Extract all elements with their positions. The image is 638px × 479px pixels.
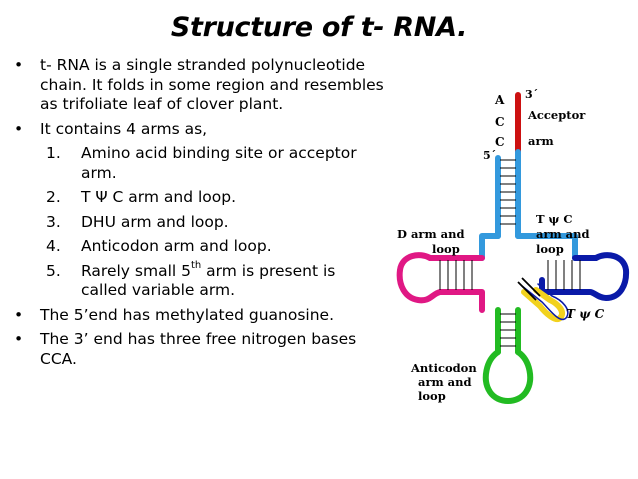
anticodon-loop bbox=[482, 349, 534, 404]
bullet-list: • t- RNA is a single stranded polynucleo… bbox=[14, 56, 386, 374]
acceptor-rungs bbox=[500, 159, 516, 225]
bullet-text: The 5’end has methylated guanosine. bbox=[40, 305, 335, 324]
bullet-dot: • bbox=[14, 56, 24, 74]
t-loop bbox=[539, 252, 630, 301]
item-number: 4. bbox=[46, 237, 61, 255]
item-number: 5. bbox=[46, 261, 61, 280]
bullet-text: t- RNA is a single stranded polynucleoti… bbox=[40, 56, 384, 113]
bullet-dot: • bbox=[14, 330, 24, 348]
item-text-part: arm is present is called variable arm. bbox=[81, 261, 336, 300]
item-text: Rarely small 5th arm is present is calle… bbox=[81, 260, 336, 300]
superscript: th bbox=[190, 260, 202, 272]
nucleotide-a: A bbox=[494, 93, 505, 107]
bullet-item: • The 3’ end has three free nitrogen bas… bbox=[14, 330, 386, 369]
d-arm-stem bbox=[479, 233, 501, 261]
t-arm-label: T ψ C bbox=[536, 212, 573, 226]
t-arm-rungs bbox=[547, 260, 581, 290]
numbered-item: 1. Amino acid binding site or acceptor a… bbox=[14, 144, 386, 183]
t-psi-c-sequence-label: T ψ C bbox=[566, 307, 605, 321]
anticodon-label: Anticodon bbox=[410, 361, 477, 375]
five-prime-label: 5´ bbox=[483, 149, 496, 162]
t-arm-label: loop bbox=[536, 242, 564, 256]
bullet-item: • The 5’end has methylated guanosine. bbox=[14, 306, 386, 326]
d-loop bbox=[396, 252, 485, 313]
base-pair-rungs bbox=[439, 159, 581, 347]
bullet-item: • It contains 4 arms as, bbox=[14, 120, 386, 140]
item-text: Anticodon arm and loop. bbox=[81, 237, 272, 255]
trna-cloverleaf-diagram: A C C 3´ 5´ Acceptor arm D arm and loop … bbox=[396, 88, 630, 404]
d-arm-rungs bbox=[439, 260, 473, 290]
page-title: Structure of t- RNA. bbox=[170, 12, 468, 43]
numbered-item: 4. Anticodon arm and loop. bbox=[14, 237, 386, 257]
nucleotide-c: C bbox=[495, 135, 505, 149]
acceptor-label: arm bbox=[528, 134, 554, 148]
anticodon-label: loop bbox=[418, 389, 446, 403]
item-text: T Ψ C arm and loop. bbox=[81, 188, 237, 206]
junction-line bbox=[517, 281, 537, 301]
d-arm-label: loop bbox=[432, 242, 460, 256]
item-text-part: Rarely small 5 bbox=[81, 261, 191, 280]
bullet-dot: • bbox=[14, 119, 24, 138]
acceptor-label: Acceptor bbox=[527, 108, 586, 122]
bullet-text: It contains 4 arms as, bbox=[40, 119, 208, 138]
bullet-dot: • bbox=[14, 305, 24, 324]
item-number: 2. bbox=[46, 188, 61, 206]
anticodon-rungs bbox=[500, 313, 516, 347]
t-arm-label: arm and bbox=[536, 227, 590, 241]
item-number: 3. bbox=[46, 212, 61, 231]
d-arm-label: D arm and bbox=[397, 227, 465, 241]
bullet-text: The 3’ end has three free nitrogen bases… bbox=[40, 330, 357, 368]
item-text: Amino acid binding site or acceptor arm. bbox=[81, 144, 357, 182]
three-prime-label: 3´ bbox=[525, 88, 538, 101]
nucleotide-c: C bbox=[495, 115, 505, 129]
numbered-item: 5. Rarely small 5th arm is present is ca… bbox=[14, 260, 386, 301]
variable-loop-outline bbox=[521, 283, 569, 321]
bullet-item: • t- RNA is a single stranded polynucleo… bbox=[14, 56, 386, 115]
t-arm-stem bbox=[515, 233, 578, 261]
anticodon-label: arm and bbox=[418, 375, 472, 389]
item-text: DHU arm and loop. bbox=[81, 212, 229, 231]
numbered-item: 3. DHU arm and loop. bbox=[14, 213, 386, 233]
variable-loop bbox=[521, 287, 566, 322]
numbered-item: 2. T Ψ C arm and loop. bbox=[14, 188, 386, 208]
junction-line bbox=[521, 277, 541, 297]
item-number: 1. bbox=[46, 144, 61, 162]
